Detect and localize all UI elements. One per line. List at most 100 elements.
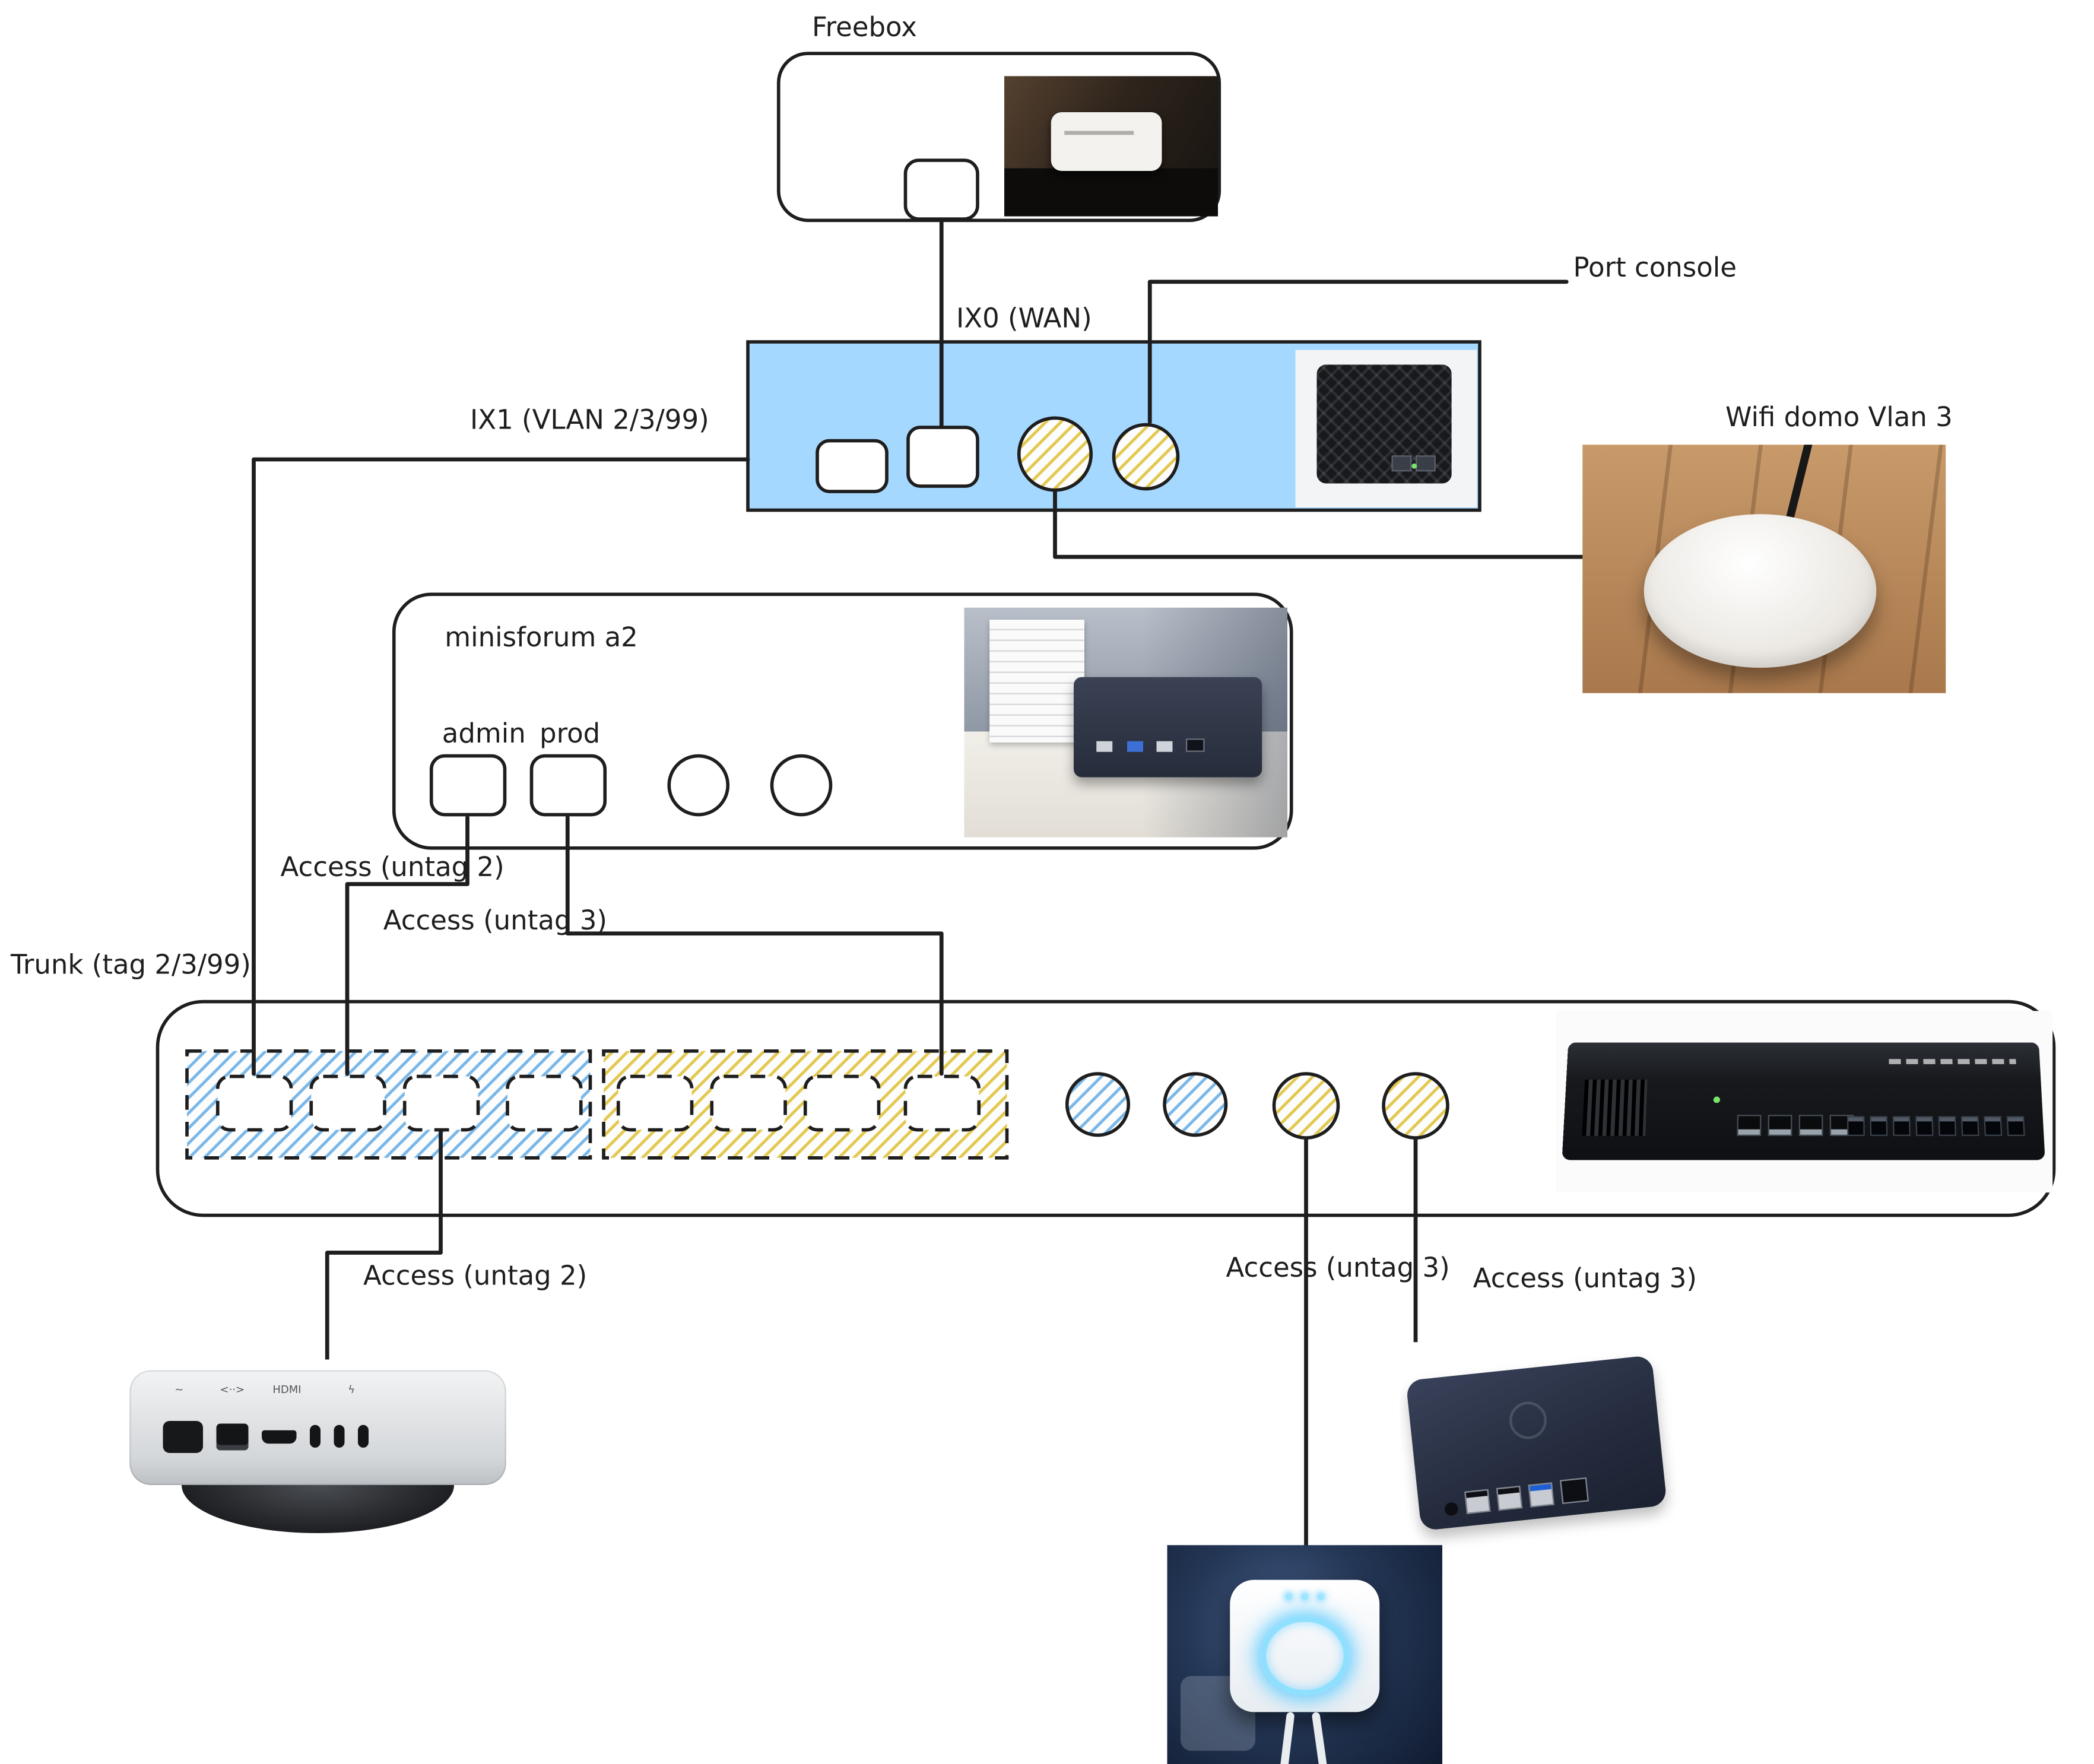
label-access-untag3-hue: Access (untag 3) xyxy=(1226,1251,1450,1284)
sfp-port xyxy=(2007,1115,2026,1135)
power-label: ~ xyxy=(174,1384,184,1396)
label-ix1-vlan: IX1 (VLAN 2/3/99) xyxy=(470,403,709,436)
spec-sheet xyxy=(990,619,1084,744)
sfp-port xyxy=(1938,1115,1957,1135)
label-prod: prod xyxy=(540,717,601,750)
sfp-port xyxy=(1915,1115,1934,1135)
freebox-photo xyxy=(1004,76,1218,217)
power-inlet xyxy=(163,1420,204,1453)
minisforum-spare-port-1 xyxy=(667,754,730,817)
sfp-port xyxy=(1984,1115,2003,1135)
switch-vlan2-port-3 xyxy=(402,1074,480,1132)
usb-port xyxy=(1156,740,1173,751)
switch-sfp-blue-1 xyxy=(1065,1072,1131,1137)
glow-ring xyxy=(1261,1617,1349,1696)
router-console-port xyxy=(1112,423,1180,491)
usb-port xyxy=(1096,740,1113,751)
label-access-untag3-top: Access (untag 3) xyxy=(383,904,607,937)
minisforum-photo xyxy=(964,607,1287,837)
label-trunk: Trunk (tag 2/3/99) xyxy=(11,948,251,981)
switch-vlan2-port-4 xyxy=(506,1074,583,1132)
router-ix1-port xyxy=(816,439,889,493)
thunderbolt-port xyxy=(334,1425,345,1448)
led xyxy=(1285,1593,1292,1600)
table-surface xyxy=(1004,169,1218,217)
hue-bridge-photo xyxy=(1167,1545,1442,1764)
hue-bridge-device xyxy=(1230,1580,1379,1712)
router-ix0-port xyxy=(906,426,979,488)
freebox-device xyxy=(1051,112,1163,172)
label-admin: admin xyxy=(442,717,526,750)
cable xyxy=(1279,1711,1295,1764)
label-ix0-wan: IX0 (WAN) xyxy=(956,302,1092,334)
audio-jack xyxy=(1443,1501,1458,1516)
status-led xyxy=(1411,462,1417,468)
wire-port-console xyxy=(1147,280,1569,424)
label-port-console: Port console xyxy=(1573,251,1737,283)
thunderbolt-port xyxy=(358,1425,369,1448)
raspberrypi-device xyxy=(1405,1354,1668,1531)
label-minisforum: minisforum a2 xyxy=(445,621,638,653)
switch-vlan3-port-3 xyxy=(803,1074,881,1132)
sfp-port xyxy=(1870,1115,1888,1135)
router-wifi-port xyxy=(1017,416,1093,492)
ethernet-label: <··> xyxy=(220,1384,245,1396)
model-text xyxy=(1889,1058,2017,1064)
ethernet-port xyxy=(1186,738,1205,751)
ethernet-port xyxy=(217,1423,249,1450)
switch-sfp-yellow-1 xyxy=(1272,1072,1340,1140)
ethernet-port xyxy=(1391,455,1411,472)
label-access-untag3-pi: Access (untag 3) xyxy=(1473,1262,1697,1295)
switch-vlan3-port-4 xyxy=(903,1074,981,1132)
sfp-ports xyxy=(1847,1115,2026,1135)
sfp-port xyxy=(1847,1115,1865,1135)
pi-ports xyxy=(1442,1477,1588,1516)
hdmi-label: HDMI xyxy=(272,1384,302,1396)
minisforum-admin-port xyxy=(429,754,507,817)
rj45-port xyxy=(1768,1114,1792,1135)
usb3-port xyxy=(1127,740,1143,751)
status-leds xyxy=(1285,1593,1324,1600)
ethernet-port xyxy=(1559,1477,1588,1504)
usb3-port xyxy=(1527,1482,1554,1508)
macmini-device: ~ <··> HDMI ϟ xyxy=(129,1370,506,1485)
raspberrypi-photo xyxy=(1400,1342,1725,1552)
wire-admin-access xyxy=(345,815,469,1076)
label-access-untag2-top: Access (untag 2) xyxy=(280,851,505,883)
switch-vlan3-port-2 xyxy=(710,1074,787,1132)
macmini-ports xyxy=(163,1411,480,1462)
label-wifi-domo: Wifi domo Vlan 3 xyxy=(1725,401,1953,433)
thunderbolt-label: ϟ xyxy=(348,1384,356,1396)
usb-port xyxy=(1463,1489,1490,1514)
minisforum-spare-port-2 xyxy=(770,754,833,817)
sfp-port xyxy=(1961,1115,1980,1135)
switch-vlan3-port-1 xyxy=(616,1074,694,1132)
macmini-base xyxy=(182,1484,454,1533)
cable xyxy=(1312,1711,1328,1764)
rj45-ports xyxy=(1737,1114,1854,1135)
wifi-ap-photo xyxy=(1582,445,1946,693)
led xyxy=(1301,1593,1308,1600)
label-access-untag2-bottom: Access (untag 2) xyxy=(363,1259,588,1292)
switch-sfp-blue-2 xyxy=(1163,1072,1228,1137)
macmini-photo: ~ <··> HDMI ϟ xyxy=(118,1359,518,1538)
switch-vlan2-port-1 xyxy=(215,1074,293,1132)
switch-photo xyxy=(1556,1011,2053,1193)
wire-ix1-trunk xyxy=(252,457,750,1076)
status-led xyxy=(1713,1096,1721,1103)
rj45-port xyxy=(1737,1114,1762,1135)
ethernet-port xyxy=(1415,455,1436,472)
wire-wifi-domo xyxy=(1053,489,1671,559)
router-device xyxy=(1317,364,1452,484)
minisforum-device xyxy=(1074,676,1262,778)
minisforum-prod-port xyxy=(529,754,607,817)
router-photo xyxy=(1295,350,1477,507)
raspberry-logo xyxy=(1507,1399,1549,1441)
led xyxy=(1317,1593,1324,1600)
switch-vlan2-port-2 xyxy=(309,1074,386,1132)
switch-sfp-yellow-2 xyxy=(1382,1072,1449,1140)
thunderbolt-port xyxy=(310,1425,321,1448)
wifi-ap-device xyxy=(1644,514,1877,668)
sfp-port xyxy=(1893,1115,1911,1135)
